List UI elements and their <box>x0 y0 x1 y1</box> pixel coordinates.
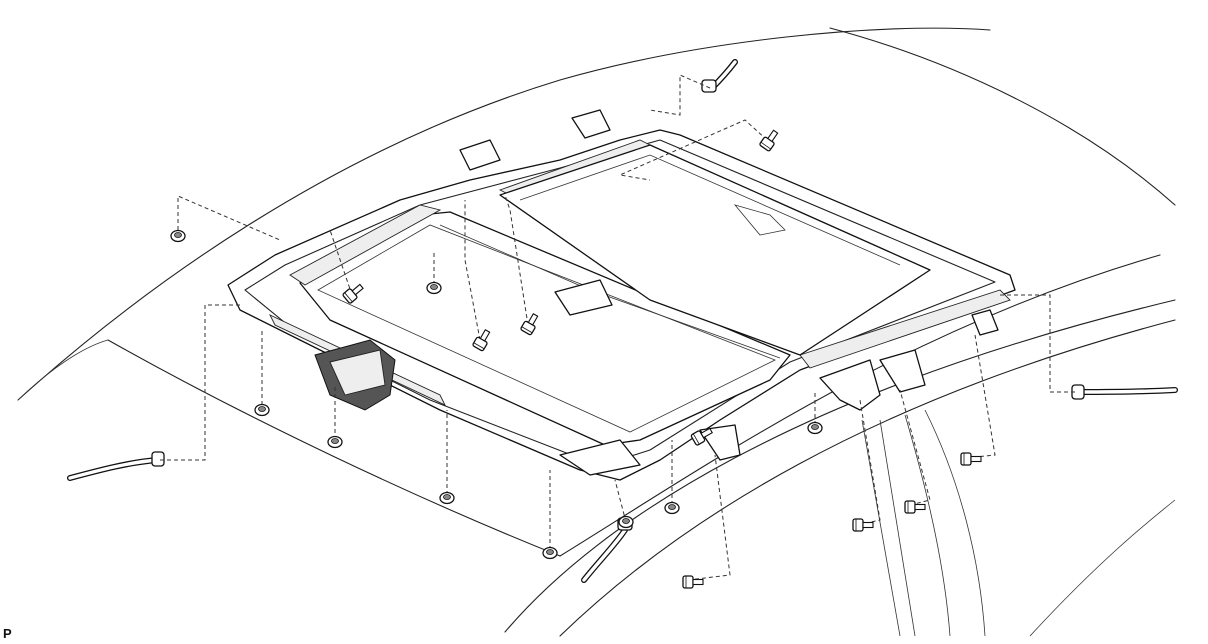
bolt-8 <box>960 452 982 466</box>
bolt-4 <box>759 129 779 152</box>
bolt-2 <box>472 329 491 352</box>
nut-1 <box>170 229 186 243</box>
nut-6 <box>426 281 442 295</box>
sunroof-housing-frame <box>227 109 1016 481</box>
nut-9 <box>618 515 634 529</box>
bolt-9 <box>690 427 713 446</box>
bolt-1 <box>342 283 364 304</box>
bolt-7 <box>904 500 926 514</box>
nut-2 <box>254 403 270 417</box>
bolts <box>342 129 982 589</box>
figure-code-label: P <box>3 626 12 641</box>
nuts <box>170 229 823 560</box>
drain-hose-rear-right <box>1071 384 1178 400</box>
nut-5 <box>542 546 558 560</box>
nut-4 <box>439 491 455 505</box>
drain-hose-rear-left <box>701 59 738 93</box>
bolt-3 <box>520 313 539 336</box>
bolt-6 <box>852 518 874 532</box>
nut-3 <box>327 435 343 449</box>
bolt-5 <box>682 575 704 589</box>
nut-8 <box>807 421 823 435</box>
nut-7 <box>664 501 680 515</box>
drain-hose-front-left <box>67 451 165 481</box>
